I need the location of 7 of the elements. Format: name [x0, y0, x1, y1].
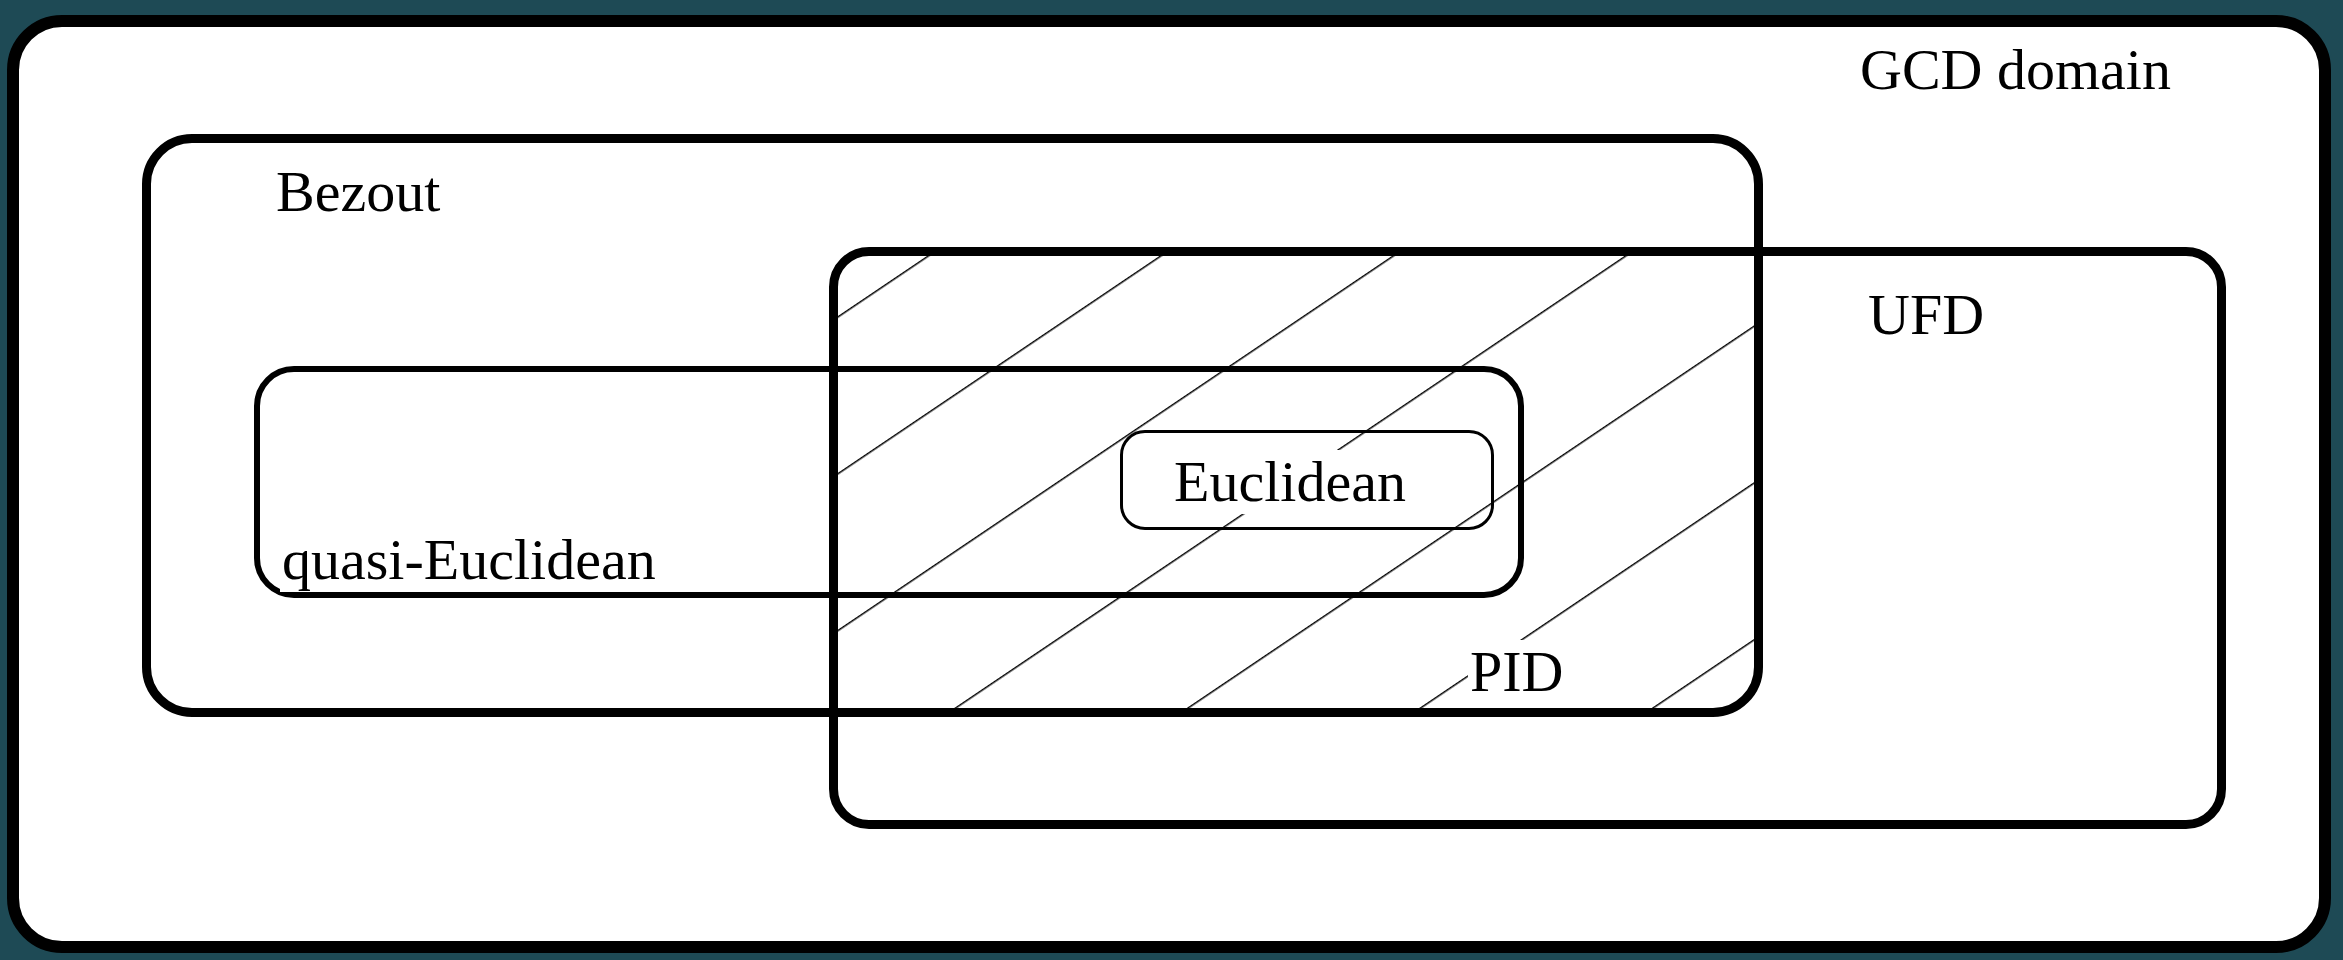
region-label: Bezout	[275, 160, 442, 224]
region-label: Euclidean	[1172, 450, 1408, 514]
rounded-region	[1120, 430, 1494, 530]
region-label: GCD domain	[1859, 38, 2172, 102]
region-label: UFD	[1867, 283, 1986, 347]
hatched-region	[838, 256, 1754, 708]
rounded-region	[829, 247, 2226, 829]
